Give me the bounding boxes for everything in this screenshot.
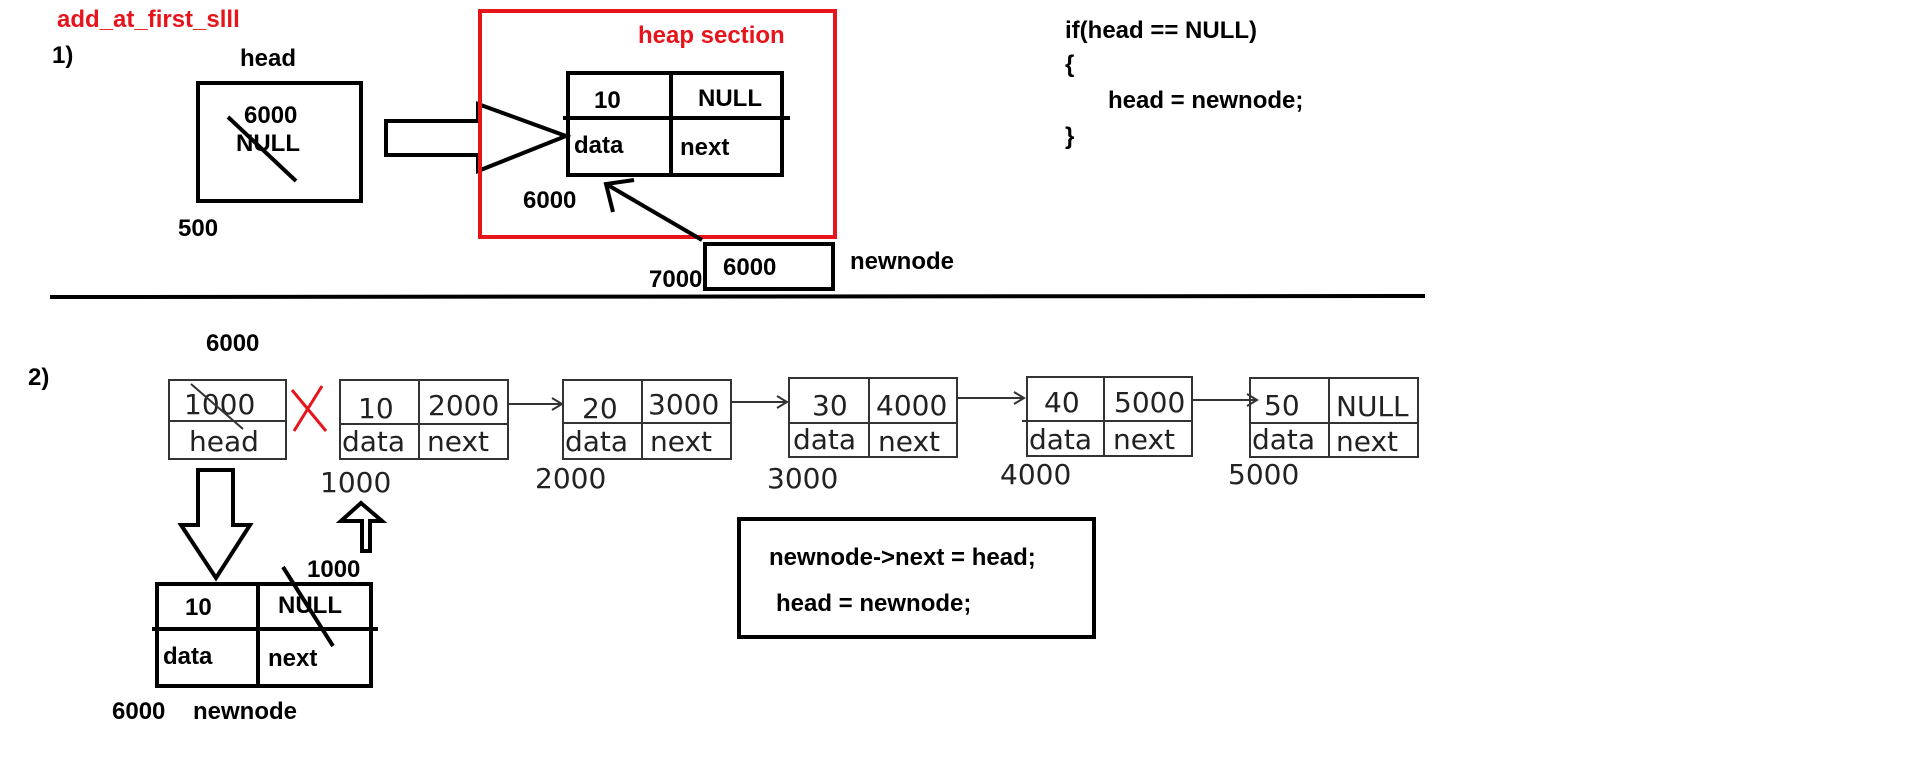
- head-value: 6000: [244, 102, 297, 129]
- list-node-3-next: 4000: [876, 389, 947, 422]
- head2-strike-line: [190, 383, 244, 430]
- newnode2-box-frame: [155, 582, 373, 688]
- head2-old-value: 1000: [184, 388, 255, 421]
- newnode-value: 6000: [723, 254, 776, 281]
- list-node-1: 10 2000 data next: [339, 379, 509, 460]
- newnode-pointer-arrow: [604, 182, 704, 242]
- newnode-label: newnode: [850, 248, 954, 275]
- newnode-address: 7000: [649, 266, 702, 293]
- section-divider: [49, 294, 1426, 299]
- list-node-1-data: 10: [358, 392, 394, 425]
- head2-new-value: 6000: [206, 330, 259, 357]
- list-node-2-data-label: data: [565, 425, 628, 458]
- code1-line-4: }: [1065, 123, 1074, 150]
- list-node-5-data-label: data: [1252, 423, 1315, 456]
- broken-link-x-stroke-1: [290, 389, 328, 432]
- head-address: 500: [178, 215, 218, 242]
- list-node-2: 20 3000 data next: [562, 379, 732, 460]
- newnode2-box: 10 NULL data next: [152, 565, 378, 688]
- newnode2-next-old: NULL: [278, 592, 342, 619]
- list-node-3-data: 30: [812, 389, 848, 422]
- list-node-4-address: 4000: [1000, 458, 1071, 491]
- diagram-title: add_at_first_slll: [57, 6, 240, 33]
- newnode2-data-label: data: [163, 643, 213, 670]
- step-2-label: 2): [28, 364, 49, 391]
- step-1-label: 1): [52, 42, 73, 69]
- list-node-3: 30 4000 data next: [788, 377, 958, 458]
- code2-line-1: newnode->next = head;: [769, 544, 1036, 571]
- list-node-1-next: 2000: [428, 389, 499, 422]
- list-node-5-next-label: next: [1336, 425, 1398, 458]
- heap-node-data: 10: [594, 87, 621, 114]
- head2-box: 1000 head: [168, 379, 287, 460]
- link-arrow-3-head: [1013, 391, 1026, 405]
- code2-box: [737, 517, 1096, 639]
- list-node-4-frame: [1026, 376, 1193, 457]
- list-node-3-address: 3000: [767, 462, 838, 495]
- newnode-next-new-value: 1000: [307, 556, 360, 583]
- list-node-2-next: 3000: [648, 388, 719, 421]
- head2-box-frame: [168, 379, 287, 460]
- list-node-4-next: 5000: [1114, 386, 1185, 419]
- newnode-pointer-box: [703, 242, 835, 291]
- newnode2-label: newnode: [193, 698, 297, 725]
- broken-link-x-stroke-2: [292, 385, 324, 432]
- newnode2-data: 10: [185, 594, 212, 621]
- heap-node-data-label: data: [574, 132, 624, 159]
- list-node-4-data: 40: [1044, 386, 1080, 419]
- list-node-5: 50 NULL data next: [1249, 377, 1419, 458]
- head-to-newnode-arrow: [177, 468, 254, 582]
- list-node-5-frame: [1249, 377, 1419, 458]
- code2-line-2: head = newnode;: [776, 590, 971, 617]
- list-node-5-address: 5000: [1228, 458, 1299, 491]
- list-node-2-next-label: next: [650, 425, 712, 458]
- list-node-1-frame: [339, 379, 509, 460]
- list-node-1-next-label: next: [427, 425, 489, 458]
- code1-line-1: if(head == NULL): [1065, 17, 1257, 44]
- code1-line-2: {: [1065, 51, 1074, 78]
- list-node-4-data-label: data: [1029, 423, 1092, 456]
- newnode2-strike-line: [281, 565, 335, 648]
- list-node-3-next-label: next: [878, 425, 940, 458]
- newnode-next-up-arrow: [335, 500, 388, 553]
- list-node-3-data-label: data: [793, 423, 856, 456]
- newnode-pointer-arrowhead: [603, 178, 635, 213]
- list-node-3-frame: [788, 377, 958, 458]
- head-strike-line: [226, 115, 298, 183]
- list-node-1-address: 1000: [320, 466, 391, 499]
- heap-section-box: [478, 9, 837, 239]
- list-node-4: 40 5000 data next: [1022, 376, 1193, 457]
- list-node-5-next: NULL: [1336, 390, 1409, 423]
- newnode2-next-label: next: [268, 645, 317, 672]
- heap-node-address: 6000: [523, 187, 576, 214]
- assign-arrow: [384, 101, 572, 174]
- head-label: head: [240, 45, 296, 72]
- head2-label: head: [189, 425, 259, 458]
- heap-section-label: heap section: [638, 22, 785, 49]
- newnode2-address: 6000: [112, 698, 165, 725]
- list-node-5-data: 50: [1264, 389, 1300, 422]
- heap-node-box: [566, 71, 784, 177]
- list-node-1-data-label: data: [342, 425, 405, 458]
- head-pointer-box: [196, 81, 363, 203]
- list-node-2-address: 2000: [535, 462, 606, 495]
- code1-line-3: head = newnode;: [1108, 87, 1303, 114]
- list-node-4-next-label: next: [1113, 423, 1175, 456]
- list-node-2-frame: [562, 379, 732, 460]
- heap-node-next-label: next: [680, 134, 729, 161]
- heap-node-next: NULL: [698, 85, 762, 112]
- link-arrow-2-head: [776, 395, 789, 409]
- heap-node: 10 NULL data next: [563, 71, 790, 177]
- list-node-2-data: 20: [582, 392, 618, 425]
